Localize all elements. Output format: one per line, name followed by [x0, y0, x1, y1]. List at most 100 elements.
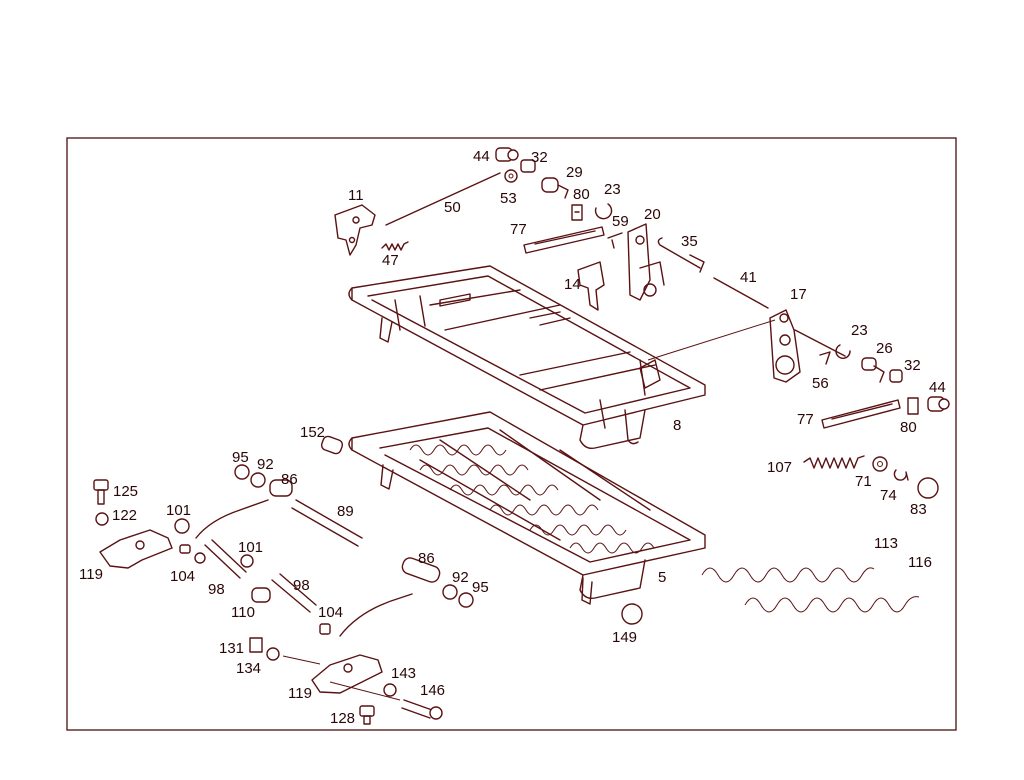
torsion-rod-left	[195, 499, 269, 539]
bolt-128	[359, 705, 375, 725]
link-104-right	[319, 623, 331, 635]
bowden-cable-50	[385, 172, 501, 226]
leader-128	[329, 681, 401, 701]
callout-149: 149	[612, 629, 637, 646]
callout-32: 32	[531, 149, 548, 166]
cap-83	[917, 477, 939, 499]
callout-41: 41	[740, 269, 757, 286]
clip-80-top	[571, 204, 583, 221]
bracket-14	[577, 261, 605, 311]
clip-74	[893, 469, 909, 481]
callout-152: 152	[300, 424, 325, 441]
nut-71	[872, 456, 888, 472]
callout-86: 86	[418, 550, 435, 567]
circlip-23-top	[594, 203, 613, 220]
washer-101-right	[240, 554, 254, 568]
callout-92: 92	[257, 456, 274, 473]
washer-95-bottom	[458, 592, 474, 608]
callout-113: 113	[874, 535, 898, 552]
callout-56: 56	[812, 375, 829, 392]
callout-101: 101	[238, 539, 263, 556]
callout-131: 131	[219, 640, 244, 657]
callout-92: 92	[452, 569, 469, 586]
washer-92-top	[250, 472, 266, 488]
bracket-119-right	[311, 654, 383, 694]
rod-41	[713, 277, 769, 309]
callout-47: 47	[382, 252, 399, 269]
callout-77: 77	[797, 411, 814, 428]
clip-131	[249, 637, 263, 653]
plate-20	[627, 223, 665, 301]
callout-5: 5	[658, 569, 666, 586]
washer-53	[504, 169, 518, 183]
callout-32: 32	[904, 357, 921, 374]
callout-8: 8	[673, 417, 681, 434]
washer-143	[383, 683, 397, 697]
washer-101-left	[174, 518, 190, 534]
link-104-left	[179, 544, 206, 564]
callout-44: 44	[929, 379, 946, 396]
callout-14: 14	[564, 276, 581, 293]
bushing-86-bottom	[401, 557, 441, 583]
bolt-125	[93, 479, 109, 505]
spring-107	[803, 455, 865, 469]
callout-122: 122	[112, 507, 137, 524]
callout-95: 95	[232, 449, 249, 466]
bracket-119-left	[99, 529, 173, 569]
plate-17	[769, 309, 801, 383]
callout-110: 110	[231, 604, 255, 621]
arm-98-left	[204, 539, 247, 579]
callout-101: 101	[166, 502, 191, 519]
callout-labels: 44 32 29 11 53 80 23 50 20 59 77 35 47 4…	[79, 148, 946, 727]
callout-74: 74	[880, 487, 897, 504]
callout-119: 119	[79, 566, 103, 583]
guide-77-top	[523, 226, 605, 254]
callout-83: 83	[910, 501, 927, 518]
callout-104: 104	[170, 568, 195, 585]
callout-98: 98	[208, 581, 225, 598]
bracket-11	[334, 204, 376, 256]
callout-59: 59	[612, 213, 629, 230]
arm-98-right	[271, 573, 317, 613]
circlip-23-right	[835, 344, 851, 359]
cap-149	[621, 603, 643, 625]
bushing-32-top	[520, 159, 536, 173]
callout-23: 23	[604, 181, 621, 198]
bushing-152	[320, 435, 344, 455]
pin-17-right	[794, 329, 846, 357]
callout-26: 26	[876, 340, 893, 357]
callout-95: 95	[472, 579, 489, 596]
callout-80: 80	[900, 419, 917, 436]
tube-89	[291, 499, 363, 547]
washer-122	[95, 512, 109, 526]
clip-80-right	[907, 397, 919, 415]
upper-seat-frame	[348, 265, 706, 450]
lower-seat-pan	[348, 411, 706, 605]
guide-77-right	[821, 399, 901, 429]
callout-104: 104	[318, 604, 343, 621]
bushing-32-right	[889, 369, 903, 383]
diagram-frame	[66, 137, 957, 731]
bushing-86-top	[269, 479, 293, 497]
spring-113	[701, 567, 875, 583]
leader-17	[647, 319, 776, 361]
callout-98: 98	[293, 577, 310, 594]
callout-116: 116	[908, 554, 932, 571]
callout-77: 77	[510, 221, 527, 238]
pin-59	[607, 232, 623, 249]
callout-146: 146	[420, 682, 445, 699]
torsion-rod-right	[339, 593, 413, 637]
callout-134: 134	[236, 660, 261, 677]
callout-17: 17	[790, 286, 807, 303]
callout-23: 23	[851, 322, 868, 339]
callout-11: 11	[348, 187, 364, 204]
knob-44-top	[495, 147, 519, 162]
spring-116	[744, 596, 920, 613]
callout-89: 89	[337, 503, 354, 520]
pin-146	[401, 699, 433, 719]
clip-56	[819, 351, 831, 365]
callout-50: 50	[444, 199, 461, 216]
callout-128: 128	[330, 710, 355, 727]
leader-134	[282, 655, 321, 665]
